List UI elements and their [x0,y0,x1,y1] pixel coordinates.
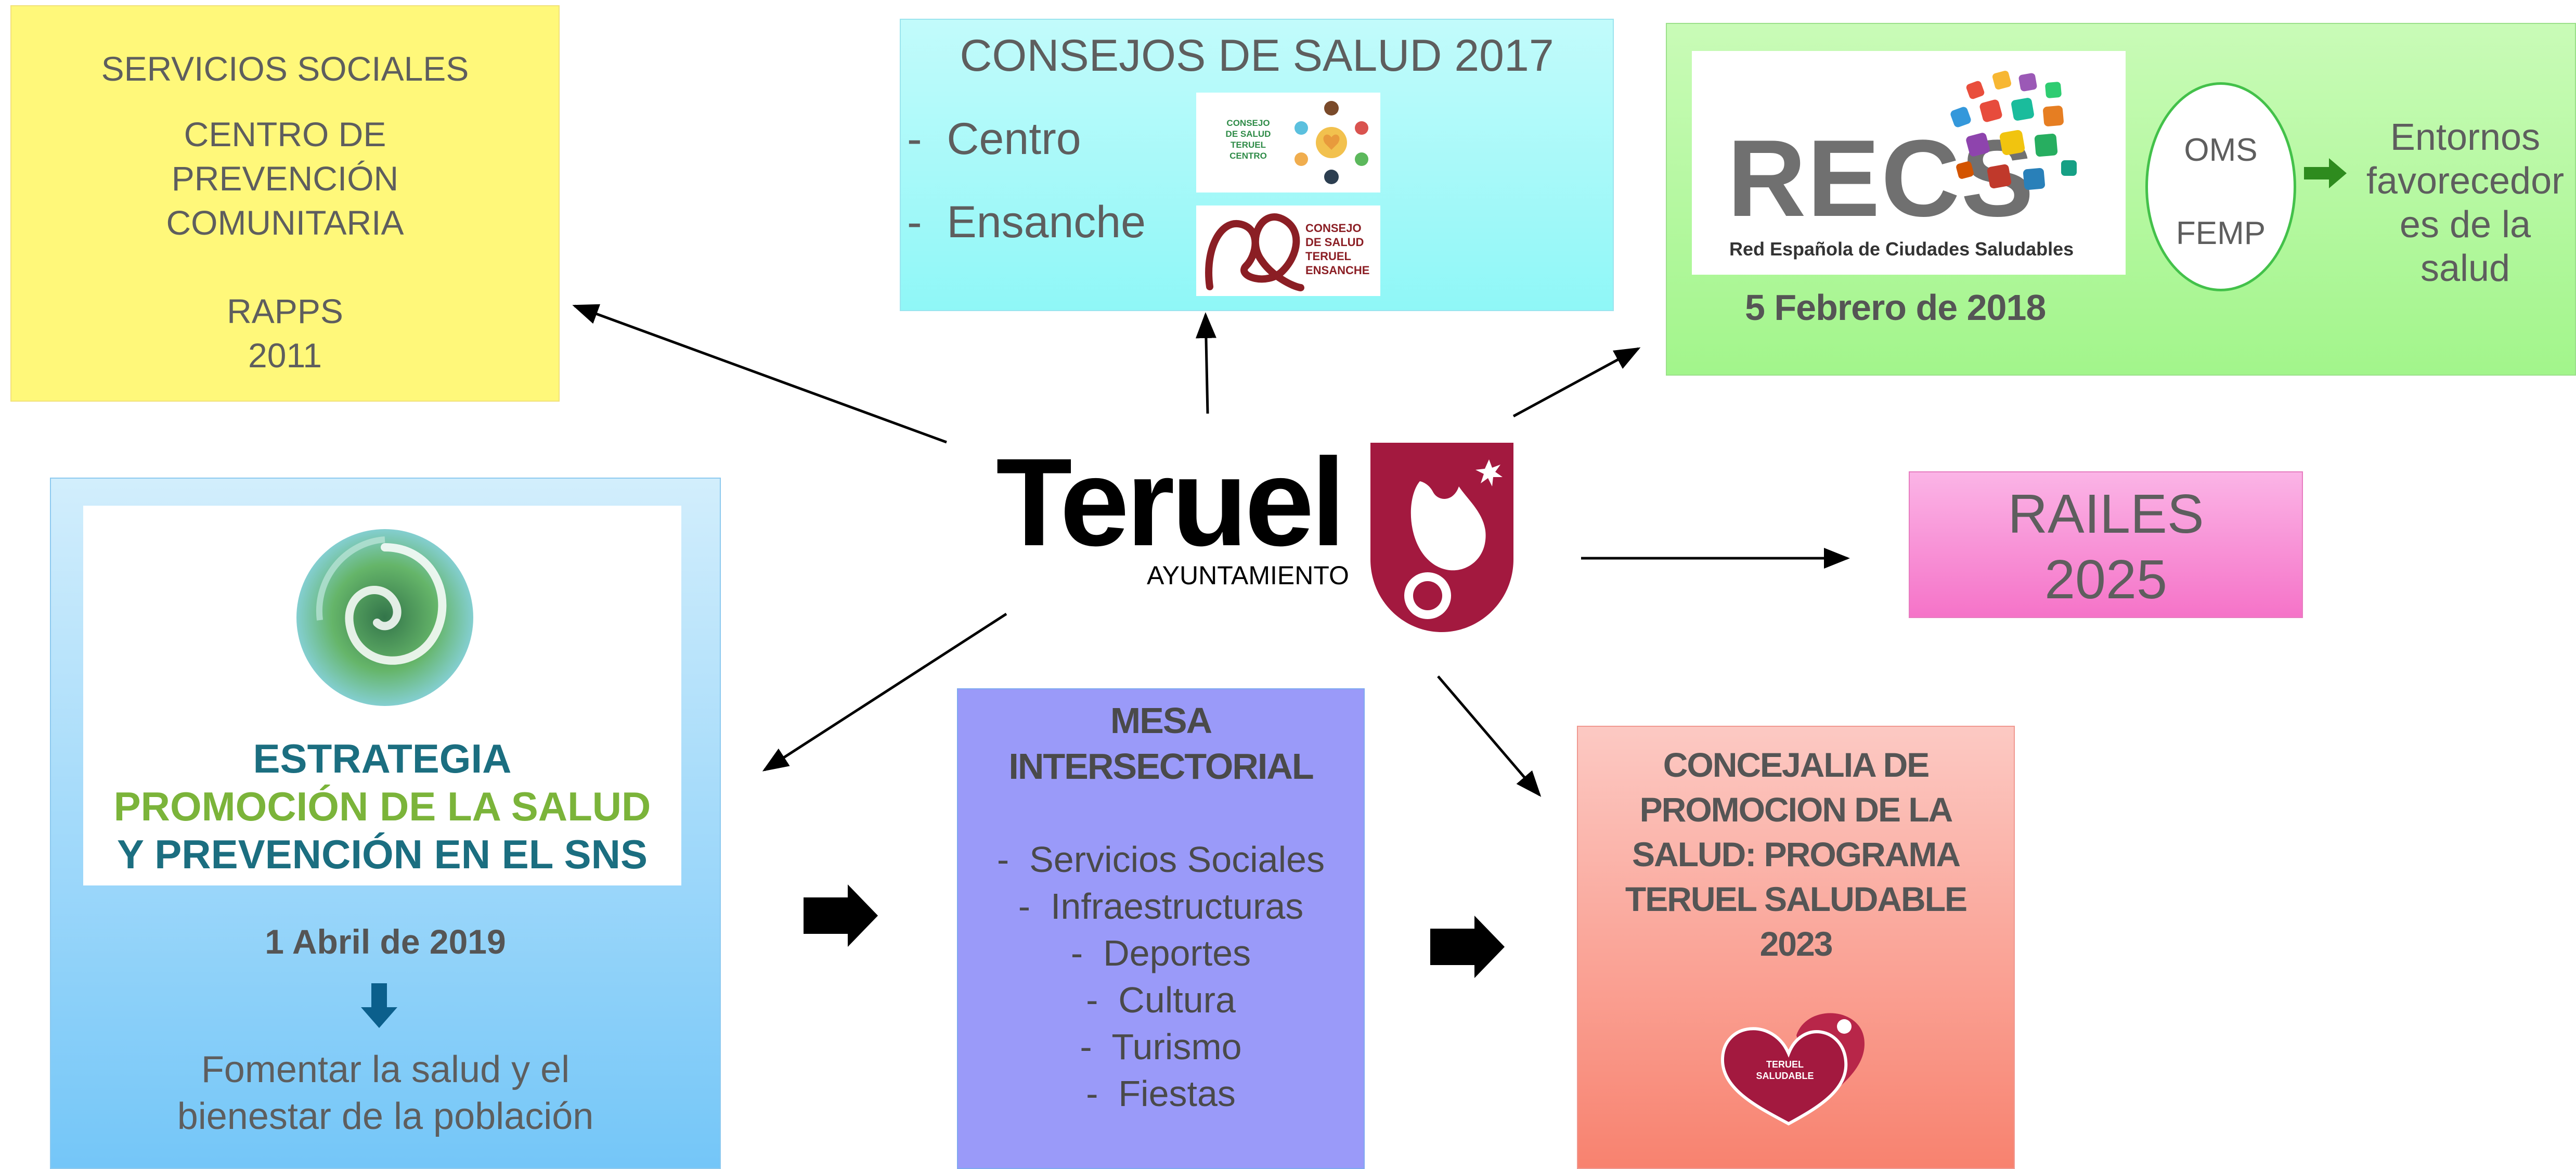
saludable-logo-text-1: TERUEL [1766,1059,1804,1070]
logo-centro-text-3: TERUEL [1231,140,1266,150]
loop-ribbon-icon [1205,213,1304,291]
consejos-salud-box: CONSEJOS DE SALUD 2017 - Centro - Ensanc… [900,19,1614,311]
servicios-line2: PREVENCIÓN [171,159,399,198]
logo-ensanche-text-4: ENSANCHE [1305,264,1370,277]
recs-logo-subtitle: Red Española de Ciudades Saludables [1729,238,2074,260]
block-arrow-estrategia-to-mesa [804,884,878,947]
mesa-item: - Infraestructuras [1018,886,1304,927]
oms-femp-oval: OMS FEMP [2145,82,2296,291]
entornos-text: Entornos favorecedor es de la salud [2353,115,2576,290]
down-arrow-icon [361,983,397,1028]
estrategia-logo-line1: ESTRATEGIA [253,736,512,781]
recs-date: 5 Febrero de 2018 [1745,287,2046,328]
servicios-rapps: RAPPS [227,292,343,330]
arrow-to-estrategia [762,612,1007,772]
green-right-arrow-icon [2304,158,2347,188]
concejalia-box: CONCEJALIA DE PROMOCION DE LA SALUD: PRO… [1577,726,2015,1169]
entornos-line4: salud [2420,248,2510,289]
mesa-item: - Deportes [1070,933,1251,973]
mesa-item: - Fiestas [1086,1073,1236,1114]
consejos-title: CONSEJOS DE SALUD 2017 [960,31,1554,81]
mesa-title-line1: MESA [1110,700,1212,741]
estrategia-date: 1 Abril de 2019 [265,922,506,961]
logo-centro-text-1: CONSEJO [1226,118,1270,128]
estrategia-desc-line1: Fomentar la salud y el [201,1049,570,1090]
entornos-line1: Entornos [2390,117,2541,158]
concejalia-line5: 2023 [1759,924,1833,963]
estrategia-box: ESTRATEGIA PROMOCIÓN DE LA SALUD Y PREVE… [50,478,721,1169]
ayuntamiento-word: AYUNTAMIENTO [1147,561,1349,590]
estrategia-logo-line2: PROMOCIÓN DE LA SALUD [113,783,651,829]
people-circle-icon [1295,101,1368,184]
teruel-ayuntamiento-logo: Teruel AYUNTAMIENTO [996,440,1516,635]
railes-box: RAILES 2025 [1909,471,2303,618]
servicios-sociales-box: SERVICIOS SOCIALES CENTRO DE PREVENCIÓN … [10,5,560,402]
logo-centro-text-2: DE SALUD [1225,129,1271,139]
block-arrow-mesa-to-concejalia [1430,916,1505,978]
oval-femp: FEMP [2176,215,2266,251]
servicios-title: SERVICIOS SOCIALES [101,49,469,88]
logo-ensanche-text-1: CONSEJO [1305,222,1362,235]
entornos-line3: es de la [2399,204,2531,246]
teruel-saludable-logo: TERUEL SALUDABLE [1718,996,1874,1126]
arrow-to-recs [1512,347,1641,418]
colored-squares-icon [1950,70,2077,190]
mesa-intersectorial-box: MESA INTERSECTORIAL - Servicios Sociales… [957,688,1365,1169]
estrategia-logo-line3: Y PREVENCIÓN EN EL SNS [116,831,648,877]
servicios-line3: COMUNITARIA [166,203,404,242]
arrow-to-servicios [572,304,947,444]
entornos-line2: favorecedor [2366,160,2565,202]
railes-line2: 2025 [2044,549,2167,610]
logo-centro-text-4: CENTRO [1229,151,1267,161]
arrow-to-consejos [1195,312,1216,414]
teruel-shield-icon [1370,443,1513,632]
consejo-ensanche-logo: CONSEJO DE SALUD TERUEL ENSANCHE [1196,205,1380,296]
servicios-year: 2011 [248,336,322,375]
concejalia-line4: TERUEL SALUDABLE [1625,880,1967,918]
servicios-line1: CENTRO DE [184,115,386,153]
saludable-logo-text-2: SALUDABLE [1756,1071,1814,1081]
concejalia-line3: SALUD: PROGRAMA [1632,835,1961,873]
teruel-word: Teruel [996,432,1345,572]
concejalia-line1: CONCEJALIA DE [1663,746,1930,784]
mesa-item: - Cultura [1086,980,1236,1020]
green-swirl-icon [296,529,473,706]
double-heart-icon [1720,1013,1865,1126]
mesa-item: - Turismo [1080,1026,1242,1067]
mesa-title-line2: INTERSECTORIAL [1008,746,1314,787]
consejos-item-ensanche: - Ensanche [907,197,1146,247]
mesa-item: - Servicios Sociales [996,839,1325,880]
railes-line1: RAILES [2008,483,2204,545]
concejalia-line2: PROMOCION DE LA [1639,790,1953,829]
recs-logo: RECS Red Española de Ciudades Saludables [1692,51,2126,275]
recs-box: RECS Red Española de Ciudades Saludables… [1666,23,2576,376]
logo-ensanche-text-2: DE SALUD [1305,236,1364,249]
consejo-centro-logo: CONSEJO DE SALUD TERUEL CENTRO [1196,93,1380,192]
consejos-item-centro: - Centro [907,114,1081,164]
arrow-to-concejalia [1437,675,1542,797]
oval-oms: OMS [2184,132,2258,168]
estrategia-logo: ESTRATEGIA PROMOCIÓN DE LA SALUD Y PREVE… [83,506,681,885]
estrategia-desc-line2: bienestar de la población [177,1096,594,1137]
logo-ensanche-text-3: TERUEL [1305,250,1351,263]
